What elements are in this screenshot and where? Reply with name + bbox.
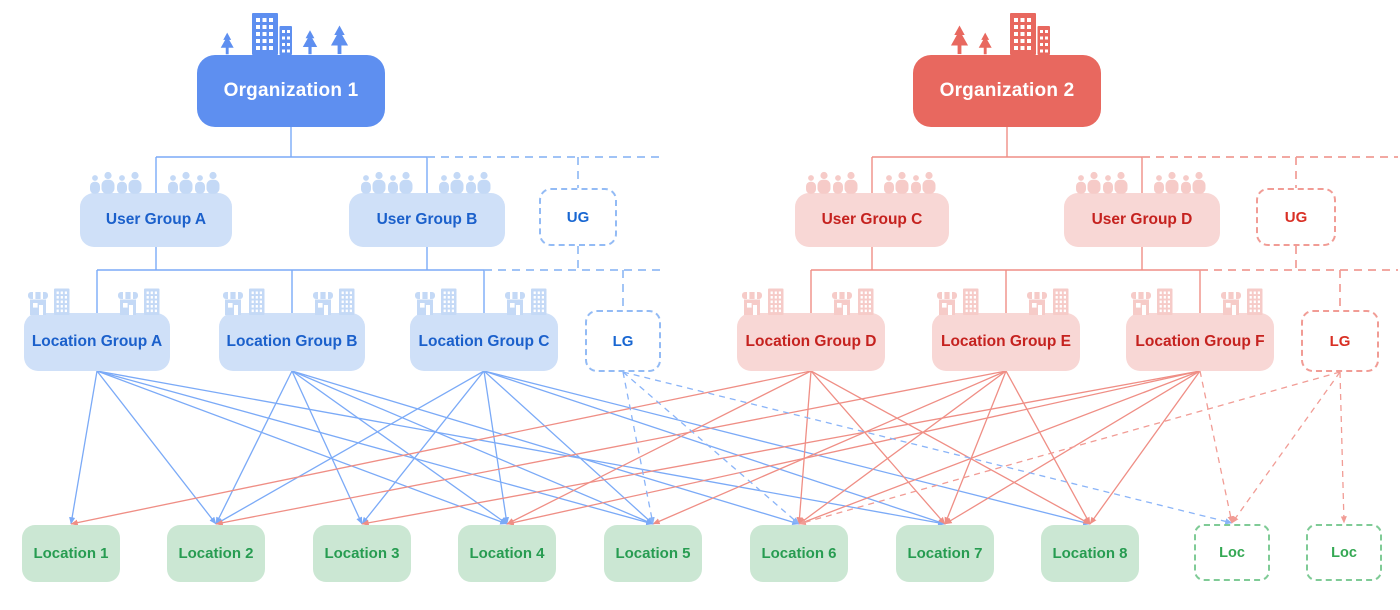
connection-lines-layer bbox=[69, 127, 1398, 526]
